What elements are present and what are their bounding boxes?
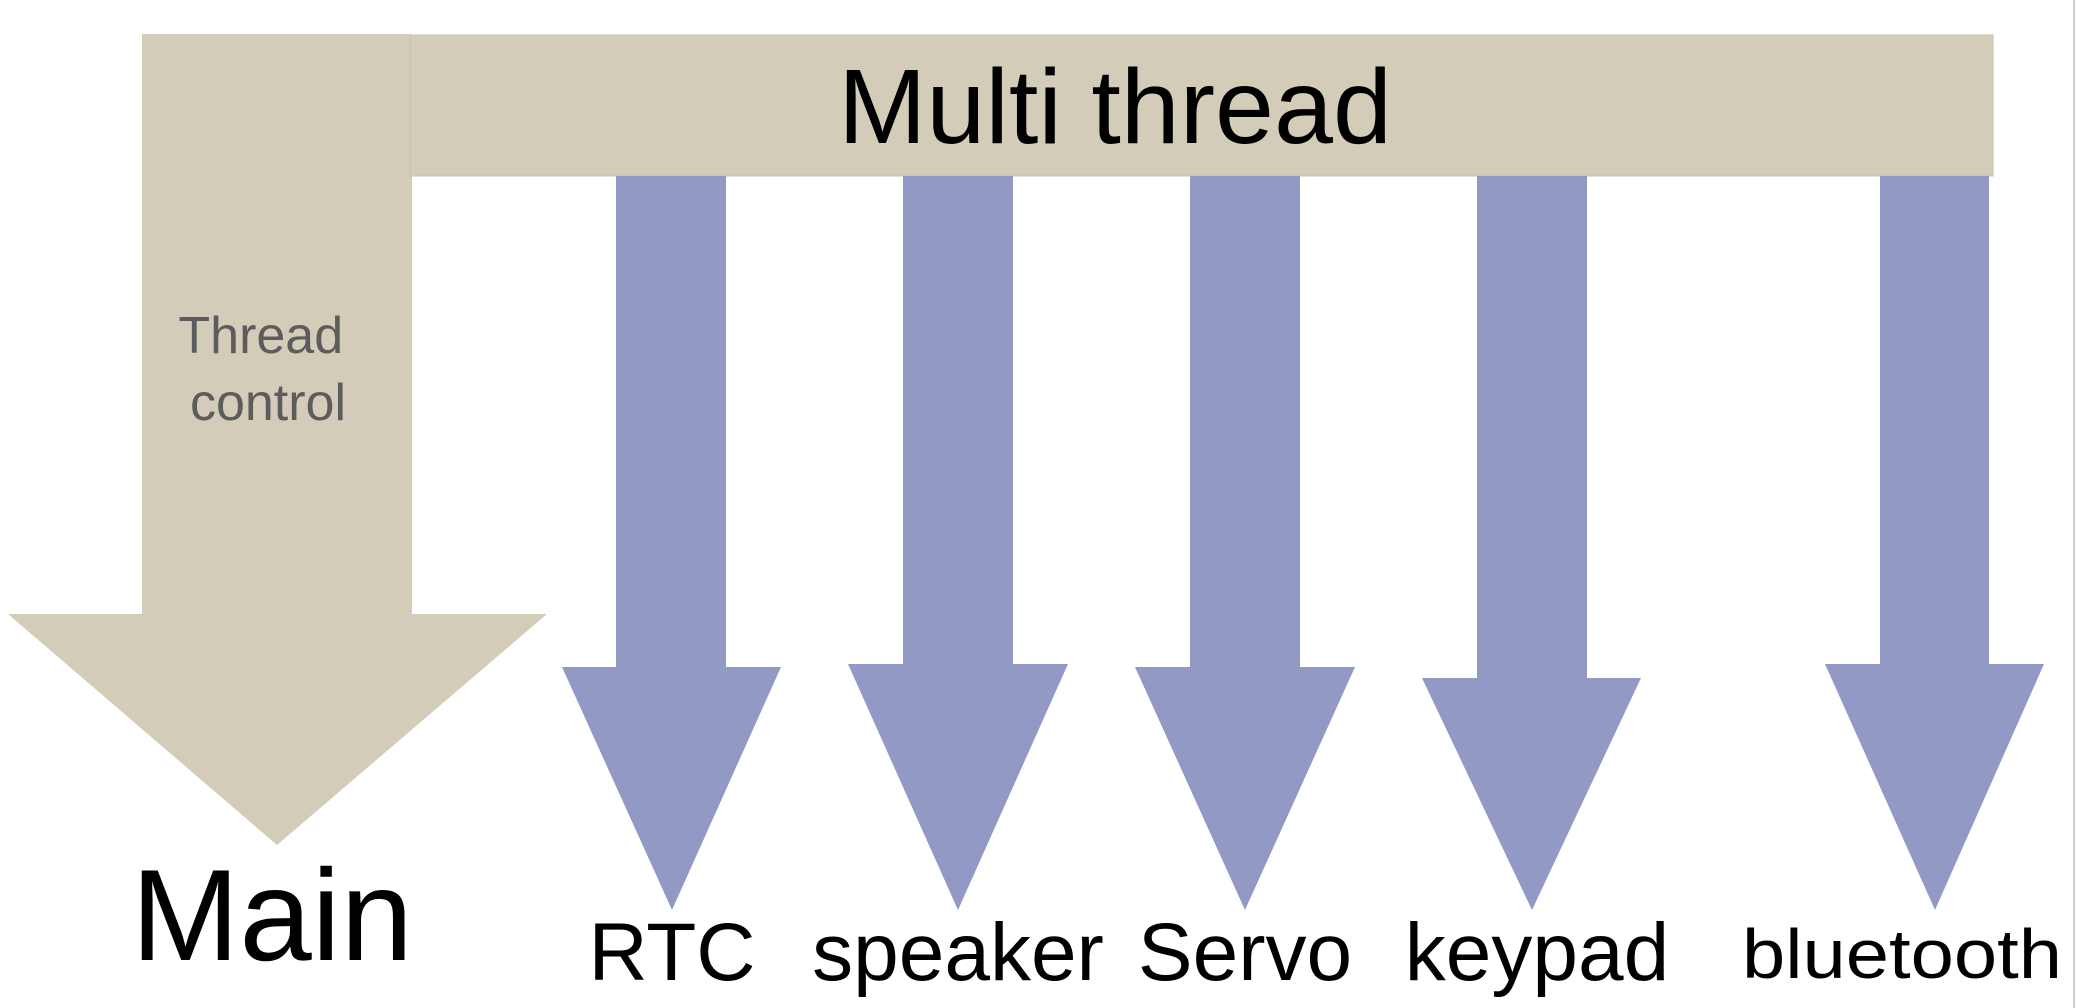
thread-control-label-line1: Thread	[178, 307, 343, 365]
right-edge-divider	[2073, 0, 2075, 1008]
thread-control-label-line2: control	[190, 374, 346, 432]
thread-arrow-speaker	[848, 176, 1068, 910]
thread-arrow-keypad	[1422, 176, 1641, 910]
thread-control-arrow	[8, 34, 547, 845]
thread-arrow-rtc	[562, 176, 781, 910]
thread-arrow-bluetooth	[1825, 176, 2044, 910]
thread-label-speaker: speaker	[812, 907, 1104, 998]
thread-label-bluetooth: bluetooth	[1742, 915, 2062, 993]
thread-label-rtc: RTC	[588, 907, 755, 998]
thread-control-label: Thread control	[178, 307, 357, 432]
thread-arrow-servo	[1135, 176, 1355, 910]
thread-label-servo: Servo	[1138, 907, 1352, 998]
multi-thread-title: Multi thread	[838, 48, 1392, 166]
multi-thread-bar	[409, 34, 1994, 177]
thread-label-keypad: keypad	[1405, 907, 1669, 998]
main-label: Main	[131, 842, 413, 988]
